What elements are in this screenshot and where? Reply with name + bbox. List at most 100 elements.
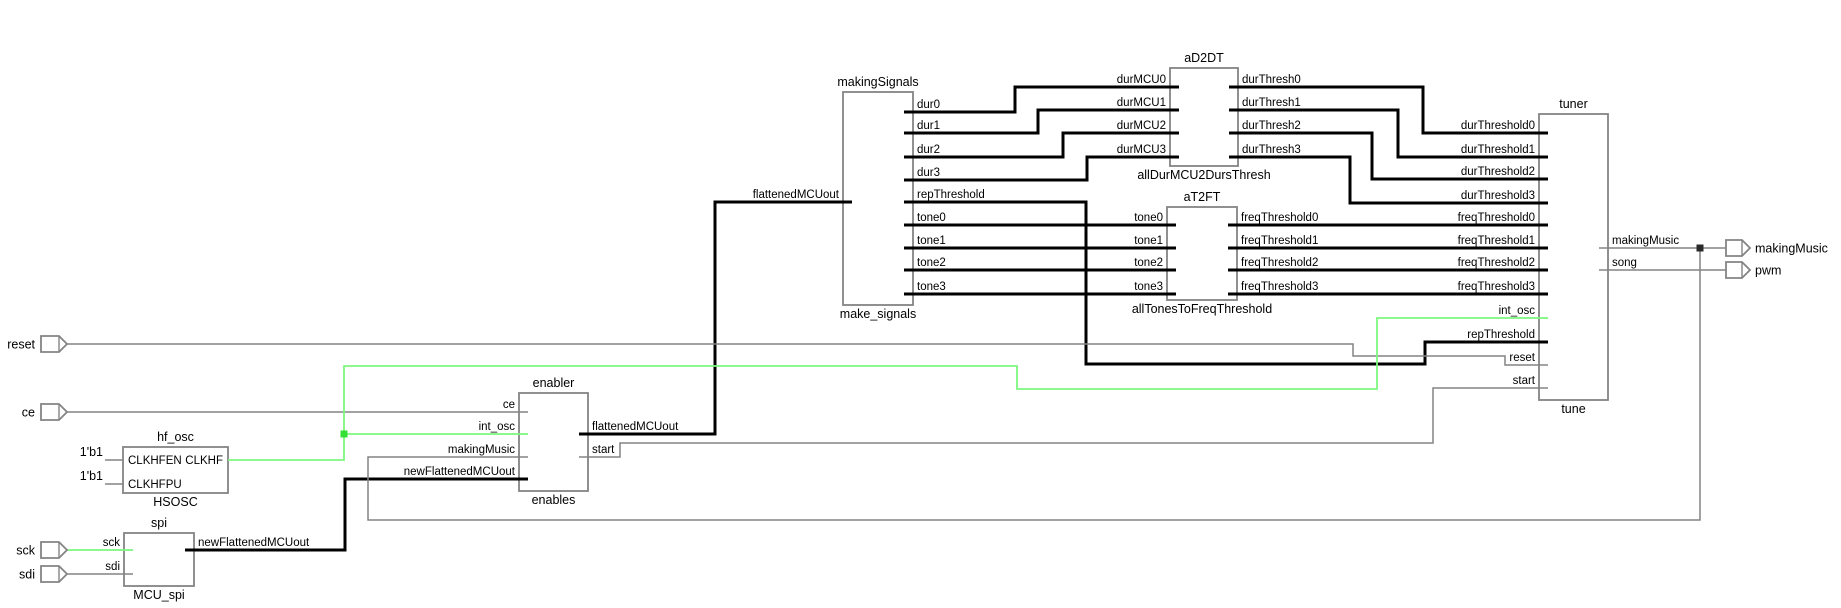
port-label-sdi: sdi — [19, 568, 35, 582]
port-reset: reset — [7, 335, 69, 353]
pin-label-make_signals-repThreshold: repThreshold — [917, 189, 985, 201]
pin-label-tune-freqThreshold0: freqThreshold0 — [1458, 212, 1535, 224]
pin-label-make_signals-tone0: tone0 — [917, 212, 946, 224]
block-tune: tuner tune durThreshold0 durThreshold1 durTh… — [1458, 97, 1680, 416]
wire-durThresh3 — [1238, 155, 1539, 205]
pin-label-allTonesToFreqThreshold-freqThreshold3: freqThreshold3 — [1241, 281, 1318, 293]
wire-start — [588, 387, 1539, 458]
wire-int_osc — [228, 317, 1539, 461]
block-title-allDurMCU2DursThresh: aD2DT — [1184, 51, 1224, 65]
port-makingMusic: makingMusic — [1725, 239, 1828, 257]
port-shape-reset[interactable] — [40, 335, 69, 353]
pin-label-allTonesToFreqThreshold-tone3: tone3 — [1134, 281, 1163, 293]
pin-label-enables-start: start — [592, 444, 615, 456]
block-allDurMCU2DursThresh: aD2DTallDurMCU2DursThreshdurMCU0durMCU1d… — [1117, 51, 1301, 182]
const-1b1-en-label: 1'b1 — [80, 445, 103, 459]
block-instance-allTonesToFreqThreshold: allTonesToFreqThreshold — [1132, 302, 1272, 316]
port-label-sck: sck — [16, 544, 36, 558]
block-title-make_signals: makingSignals — [837, 75, 918, 89]
block-make_signals: makingSignals make_signals flattenedMCUout… — [753, 75, 985, 321]
pin-label-tune-makingMusic: makingMusic — [1612, 235, 1679, 247]
pin-label-allDurMCU2DursThresh-durMCU0: durMCU0 — [1117, 74, 1166, 86]
block-title-tune: tuner — [1559, 97, 1588, 111]
port-ce: ce — [22, 403, 69, 421]
pin-label-HSOSC-CLKHF: CLKHF — [185, 455, 223, 467]
pin-label-tune-durThreshold0: durThreshold0 — [1461, 120, 1535, 132]
block-instance-make_signals: make_signals — [840, 307, 916, 321]
pin-label-HSOSC-CLKHFPU: CLKHFPU — [128, 479, 182, 491]
pin-label-tune-durThreshold1: durThreshold1 — [1461, 144, 1535, 156]
block-body-tune[interactable] — [1538, 113, 1609, 401]
port-pwm: pwm — [1725, 261, 1781, 279]
pin-label-allDurMCU2DursThresh-durThresh2: durThresh2 — [1242, 120, 1301, 132]
wire-repThreshold — [913, 200, 1539, 366]
wire-flattenedMCUout — [588, 200, 843, 436]
pin-label-enables-flattenedMCUout: flattenedMCUout — [592, 421, 679, 433]
pin-label-allTonesToFreqThreshold-tone0: tone0 — [1134, 212, 1163, 224]
block-body-HSOSC[interactable] — [122, 446, 229, 494]
block-instance-MCU_spi: MCU_spi — [133, 588, 184, 602]
pin-label-make_signals-tone1: tone1 — [917, 235, 946, 247]
pin-label-allDurMCU2DursThresh-durMCU2: durMCU2 — [1117, 120, 1166, 132]
block-instance-HSOSC: HSOSC — [153, 495, 197, 509]
port-shape-sdi[interactable] — [40, 565, 69, 583]
wire-dur3 — [913, 155, 1170, 182]
block-allTonesToFreqThreshold: aT2FTallTonesToFreqThresholdtone0tone1to… — [1132, 190, 1319, 316]
pin-label-tune-freqThreshold3: freqThreshold3 — [1458, 281, 1535, 293]
block-title-enables: enabler — [533, 376, 575, 390]
port-shape-sck[interactable] — [40, 541, 69, 559]
block-instance-tune: tune — [1561, 402, 1585, 416]
pin-label-MCU_spi-sdi: sdi — [105, 561, 120, 573]
wire-durThresh2 — [1238, 131, 1539, 181]
wire-durThresh1 — [1238, 108, 1539, 159]
port-label-reset: reset — [7, 338, 35, 352]
pin-label-tune-int_osc: int_osc — [1499, 305, 1536, 317]
block-body-MCU_spi[interactable] — [123, 532, 195, 587]
port-shape-ce[interactable] — [40, 403, 69, 421]
pin-label-allTonesToFreqThreshold-tone2: tone2 — [1134, 257, 1163, 269]
wire-dur1 — [913, 108, 1170, 135]
pin-label-tune-reset: reset — [1509, 352, 1535, 364]
pin-label-tune-freqThreshold2: freqThreshold2 — [1458, 257, 1535, 269]
const-1b1-pu-label: 1'b1 — [80, 469, 103, 483]
block-title-allTonesToFreqThreshold: aT2FT — [1184, 190, 1221, 204]
pin-label-allDurMCU2DursThresh-durThresh1: durThresh1 — [1242, 97, 1301, 109]
pin-label-allDurMCU2DursThresh-durThresh3: durThresh3 — [1242, 144, 1301, 156]
pin-label-enables-makingMusic: makingMusic — [448, 444, 515, 456]
pin-label-make_signals-tone3: tone3 — [917, 281, 946, 293]
block-body-enables[interactable] — [518, 392, 589, 492]
block-body-allTonesToFreqThreshold[interactable] — [1166, 206, 1238, 301]
junction-makingMusic — [1696, 244, 1704, 252]
pin-label-make_signals-dur1: dur1 — [917, 120, 940, 132]
port-shape-pwm[interactable] — [1725, 261, 1752, 279]
block-enables: enablerenablesceint_oscmakingMusicnewFla… — [404, 376, 679, 507]
pin-label-tune-durThreshold3: durThreshold3 — [1461, 190, 1535, 202]
pin-label-make_signals-flattenedMCUout: flattenedMCUout — [753, 189, 840, 201]
wire-durThresh0 — [1238, 85, 1539, 135]
pin-label-make_signals-dur2: dur2 — [917, 144, 940, 156]
port-label-makingMusic: makingMusic — [1755, 242, 1828, 256]
pin-label-HSOSC-CLKHFEN: CLKHFEN — [128, 455, 182, 467]
port-label-pwm: pwm — [1755, 264, 1781, 278]
wire-dur2 — [913, 131, 1170, 159]
block-body-allDurMCU2DursThresh[interactable] — [1169, 67, 1239, 167]
pin-label-MCU_spi-newFlattenedMCUout: newFlattenedMCUout — [198, 537, 310, 549]
port-shape-makingMusic[interactable] — [1725, 239, 1752, 257]
junction-int_osc — [340, 430, 348, 438]
pin-label-tune-start: start — [1513, 375, 1536, 387]
port-sck: sck — [16, 541, 69, 559]
pin-label-allTonesToFreqThreshold-freqThreshold1: freqThreshold1 — [1241, 235, 1318, 247]
wire-newFlattenedMCUout — [194, 477, 519, 552]
pin-label-enables-ce: ce — [503, 399, 515, 411]
block-title-MCU_spi: spi — [151, 516, 167, 530]
pin-label-make_signals-tone2: tone2 — [917, 257, 946, 269]
port-sdi: sdi — [19, 565, 69, 583]
pin-label-MCU_spi-sck: sck — [103, 537, 121, 549]
block-body-make_signals[interactable] — [842, 91, 914, 306]
wire-dur0 — [913, 85, 1170, 114]
pin-label-make_signals-dur0: dur0 — [917, 99, 940, 111]
